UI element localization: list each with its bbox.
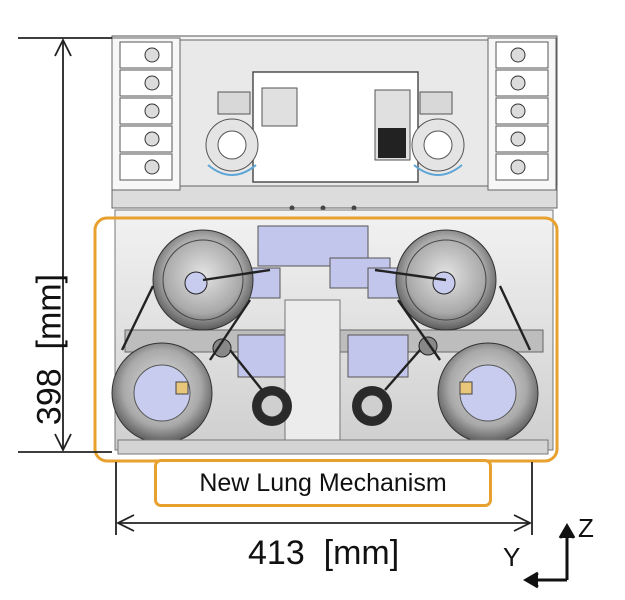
mechanism-label-box: New Lung Mechanism [154, 459, 492, 507]
right-connector-stack [487, 37, 557, 191]
mechanism-label: New Lung Mechanism [199, 468, 447, 497]
axis-indicator [523, 523, 576, 589]
left-connector-stack [111, 37, 181, 191]
width-dimension [115, 462, 533, 535]
axis-y-label: Y [503, 542, 521, 572]
height-dimension-label: 398 [mm] [30, 273, 69, 426]
width-dimension-label: 413 [mm] [248, 534, 400, 572]
upper-mechanism [111, 35, 558, 211]
height-dimension [18, 37, 112, 453]
axis-z-label: Z [578, 513, 594, 543]
lung-mechanism [111, 209, 554, 455]
